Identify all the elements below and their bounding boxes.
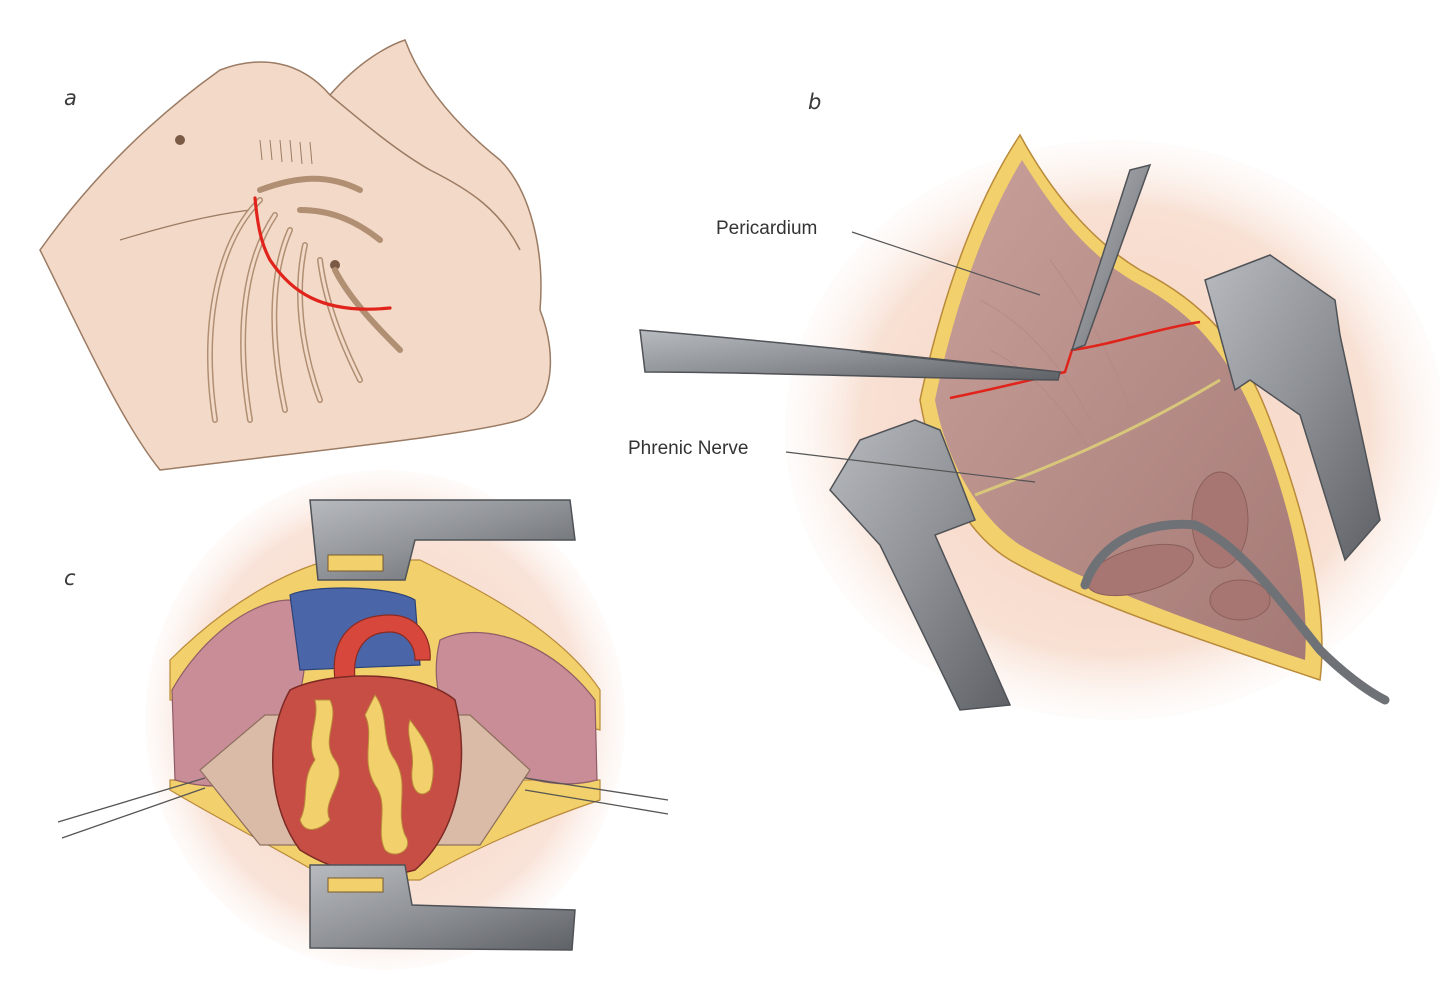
panel-label-c: c (64, 566, 76, 590)
label-phrenic-nerve: Phrenic Nerve (628, 438, 749, 459)
phrenic-nerve (974, 378, 1221, 497)
forceps-left (639, 329, 1061, 381)
incision-line (253, 196, 392, 311)
torso-skin (39, 39, 552, 471)
pericardium-leader (851, 231, 1041, 296)
retractor-wire (1080, 519, 1390, 705)
panel-label-a: a (64, 86, 77, 110)
forceps-top (1070, 163, 1152, 352)
panel-a-chest (39, 39, 552, 471)
phrenic-nerve-leader (785, 451, 1036, 483)
stay-sutures (57, 777, 669, 839)
retractor-right (1204, 254, 1381, 562)
panel-label-b: b (808, 90, 822, 114)
panel-c-heart (57, 470, 669, 970)
retractor-left (829, 419, 1012, 711)
label-pericardium: Pericardium (716, 218, 818, 239)
nipple-left (175, 135, 185, 145)
nipple-right (330, 260, 340, 270)
aorta (333, 614, 431, 681)
panel-b-exposure (639, 133, 1440, 720)
coronary-fat (299, 694, 434, 855)
